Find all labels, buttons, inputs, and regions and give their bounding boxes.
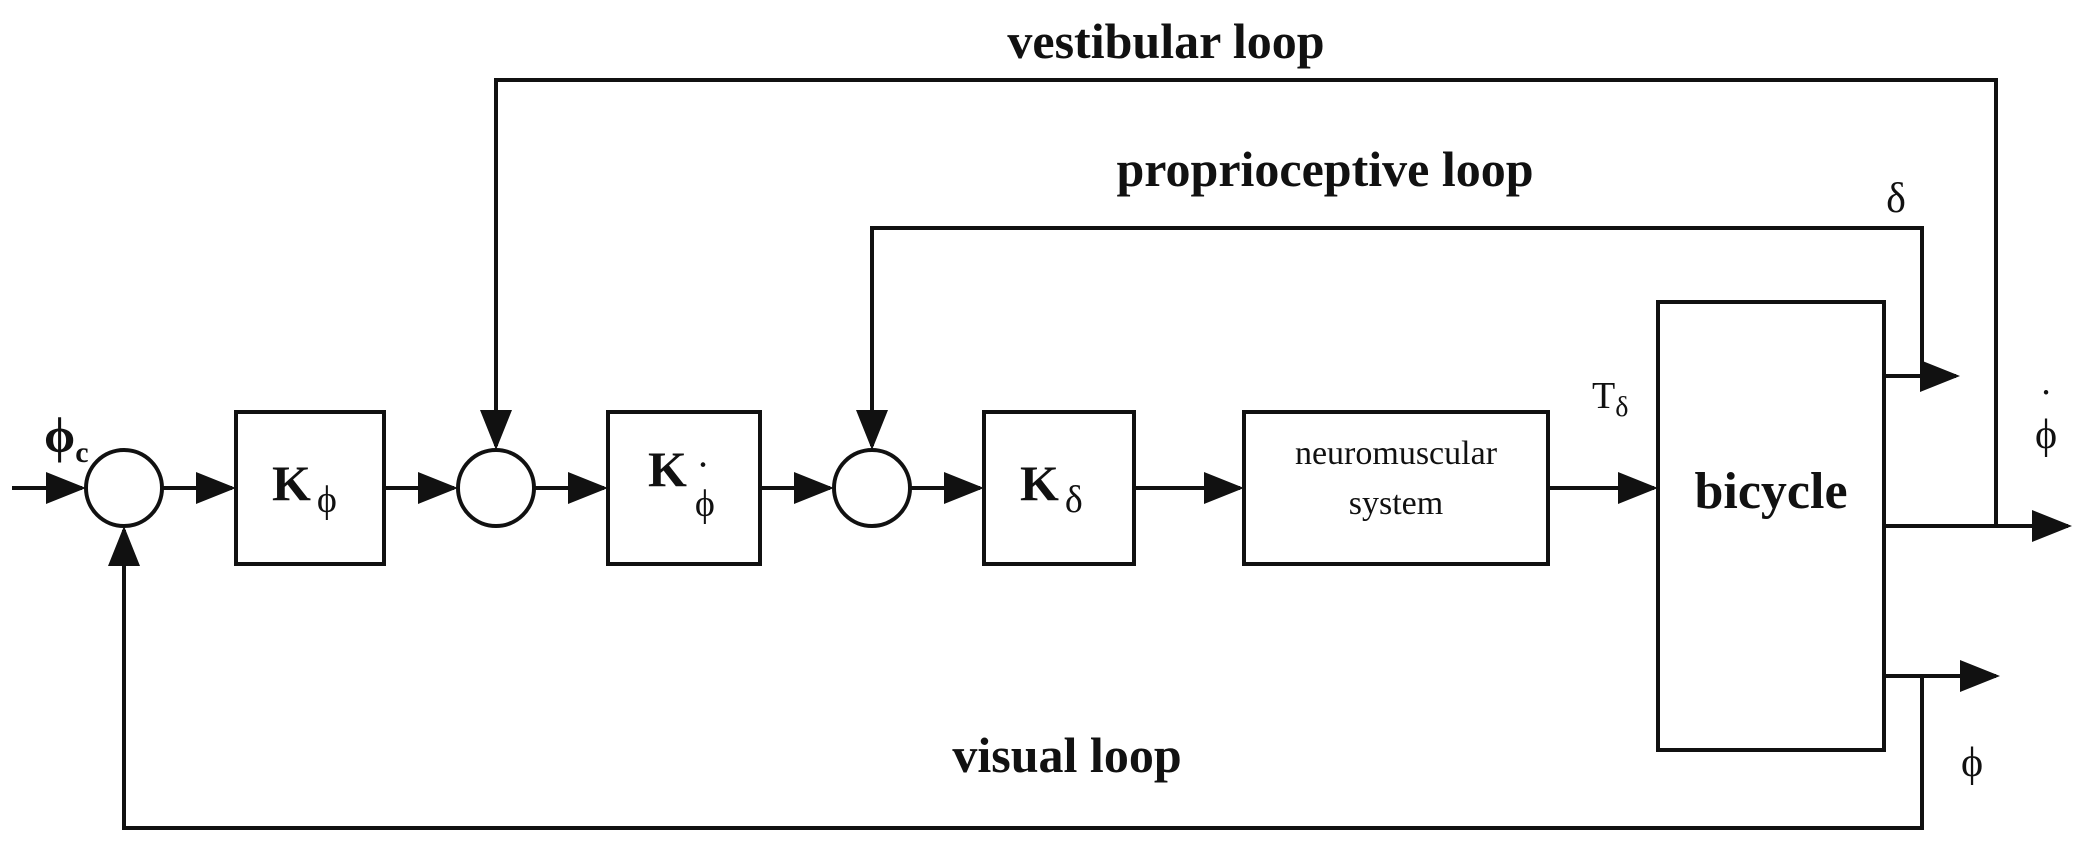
k-phidot-subscript: ϕ	[695, 483, 715, 525]
k-phi-k: K	[272, 455, 311, 511]
k-delta-k: K	[1020, 455, 1059, 511]
proprioceptive-loop-line	[856, 226, 1924, 450]
roll-rate-dot: ˙	[2039, 382, 2053, 428]
torque-subscript: δ	[1615, 392, 1628, 423]
torque-label: Tδ	[1592, 375, 1628, 423]
bicycle-label: bicycle	[1694, 463, 1847, 520]
neuromuscular-label-line2: system	[1349, 485, 1443, 522]
k-phidot-k: K	[648, 441, 687, 497]
summing-junction-3	[832, 448, 912, 528]
visual-loop-line	[108, 526, 1924, 830]
input-label: ϕc	[44, 407, 89, 469]
k-delta-block	[982, 410, 1136, 566]
roll-rate-label: ϕ	[2035, 412, 2057, 458]
visual-loop-label: visual loop	[952, 727, 1181, 783]
neuromuscular-label-line1: neuromuscular	[1295, 435, 1498, 472]
k-delta-subscript: δ	[1065, 479, 1083, 521]
vestibular-loop-label: vestibular loop	[1007, 13, 1324, 69]
torque-t: T	[1592, 375, 1615, 417]
summing-junction-1	[84, 448, 164, 528]
k-phidot-label: Kϕ	[648, 441, 715, 525]
k-phidot-dot: ˙	[696, 453, 711, 502]
vestibular-loop-line	[480, 78, 1998, 526]
bicycle-block	[1656, 300, 1886, 752]
proprioceptive-loop-label: proprioceptive loop	[1116, 141, 1533, 197]
k-phidot-block	[606, 410, 762, 566]
input-subscript: c	[75, 436, 88, 469]
roll-label: ϕ	[1961, 740, 1983, 786]
summing-junction-2	[456, 448, 536, 528]
k-phi-subscript: ϕ	[317, 479, 337, 521]
input-symbol: ϕ	[44, 407, 75, 463]
neuromuscular-block	[1242, 410, 1550, 566]
steer-angle-label: δ	[1886, 176, 1906, 222]
